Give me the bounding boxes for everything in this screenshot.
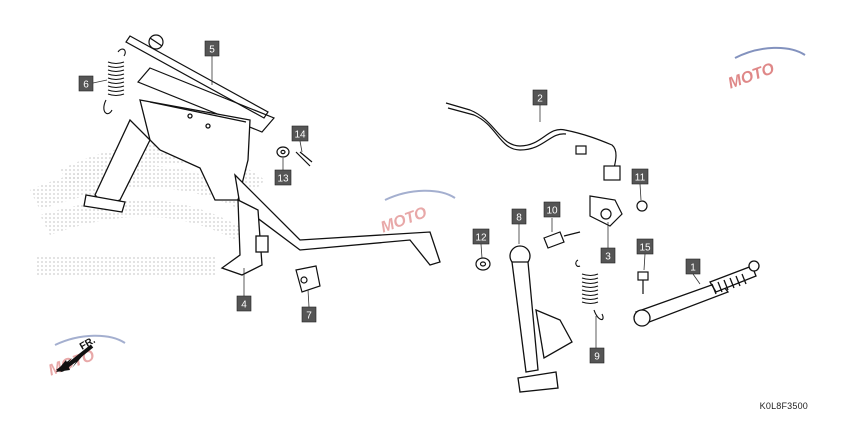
part-pivot-bolt: [543, 231, 581, 249]
part-washer: [276, 146, 290, 158]
svg-text:5: 5: [209, 45, 215, 56]
svg-text:4: 4: [241, 300, 247, 311]
callout-4: 4: [236, 295, 252, 312]
svg-text:12: 12: [475, 233, 487, 244]
part-side-stand-switch: [589, 195, 623, 227]
part-kick-arm: [633, 260, 760, 327]
diagram-code: K0L8F3500: [759, 401, 808, 411]
callout-2: 2: [532, 89, 548, 106]
callout-8: 8: [511, 208, 527, 225]
svg-text:8: 8: [516, 213, 522, 224]
svg-text:9: 9: [594, 352, 600, 363]
callout-6: 6: [78, 75, 94, 92]
watermark-text: MOTO: [726, 60, 777, 92]
svg-text:1: 1: [690, 263, 696, 274]
callout-11: 11: [631, 168, 649, 185]
part-shaft: [125, 34, 275, 133]
svg-text:3: 3: [605, 252, 611, 263]
part-bolt-flange: [637, 271, 649, 294]
part-main-stand: [83, 99, 441, 276]
watermark-text: MOTO: [379, 204, 430, 236]
callout-1: 1: [685, 258, 701, 275]
part-bolt-small: [636, 200, 648, 212]
leader-lines: [92, 56, 701, 348]
part-stopper-rubber: [295, 265, 321, 293]
svg-text:6: 6: [83, 80, 89, 91]
callout-9: 9: [589, 347, 605, 364]
part-side-stand-switch-cable: [445, 102, 621, 181]
part-side-stand-spring: [575, 259, 604, 321]
watermark-logo: MOTO: [379, 189, 456, 237]
callout-5: 5: [204, 40, 220, 57]
svg-text:13: 13: [277, 174, 289, 185]
svg-text:7: 7: [306, 311, 312, 322]
part-pin: [295, 151, 313, 167]
part-nut: [475, 257, 491, 271]
callout-3: 3: [600, 247, 616, 264]
callout-10: 10: [543, 201, 561, 218]
svg-text:15: 15: [639, 243, 651, 254]
callout-14: 14: [291, 125, 309, 142]
svg-text:14: 14: [294, 130, 306, 141]
callout-15: 15: [636, 238, 654, 255]
svg-text:10: 10: [546, 206, 558, 217]
part-spring-main: [103, 48, 126, 115]
callout-12: 12: [472, 228, 490, 245]
callout-7: 7: [301, 306, 317, 323]
svg-text:11: 11: [635, 173, 646, 184]
watermark-logo: MOTO: [726, 46, 806, 93]
part-side-stand: [509, 245, 573, 393]
svg-text:2: 2: [537, 94, 543, 105]
callout-13: 13: [274, 169, 292, 186]
